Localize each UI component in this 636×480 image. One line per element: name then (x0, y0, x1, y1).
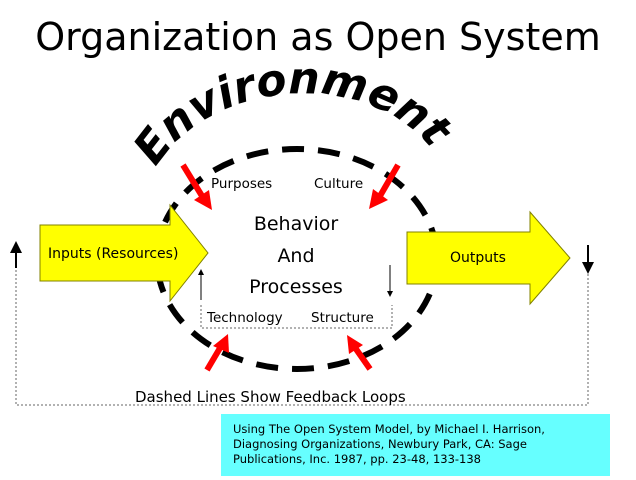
citation-box: Using The Open System Model, by Michael … (221, 414, 610, 476)
citation-line: Diagnosing Organizations, Newbury Park, … (233, 437, 527, 451)
center-line-and: And (277, 245, 314, 267)
center-line-behavior: Behavior (254, 213, 339, 235)
culture-label: Culture (314, 176, 363, 192)
culture-influence-arrow (369, 163, 401, 209)
citation-line: Publications, Inc. 1987, pp. 23-48, 133-… (233, 452, 481, 466)
purposes-label: Purposes (211, 176, 272, 192)
structure-influence-arrow (347, 335, 373, 371)
outputs-label: Outputs (450, 250, 506, 266)
outer-feedback-loop (10, 241, 594, 406)
inputs-arrow (39, 203, 209, 303)
technology-label: Technology (206, 310, 283, 326)
technology-influence-arrow (204, 334, 229, 372)
page-title: Organization as Open System (35, 15, 600, 59)
internal-feedback-loop (198, 265, 393, 329)
environment-label: Environment (124, 53, 463, 173)
outputs-arrow (406, 210, 571, 306)
inputs-label: Inputs (Resources) (48, 246, 178, 262)
center-line-processes: Processes (249, 276, 343, 298)
structure-label: Structure (311, 310, 374, 326)
feedback-caption: Dashed Lines Show Feedback Loops (135, 388, 406, 406)
purposes-influence-arrow (180, 163, 212, 210)
citation-line: Using The Open System Model, by Michael … (233, 422, 545, 436)
